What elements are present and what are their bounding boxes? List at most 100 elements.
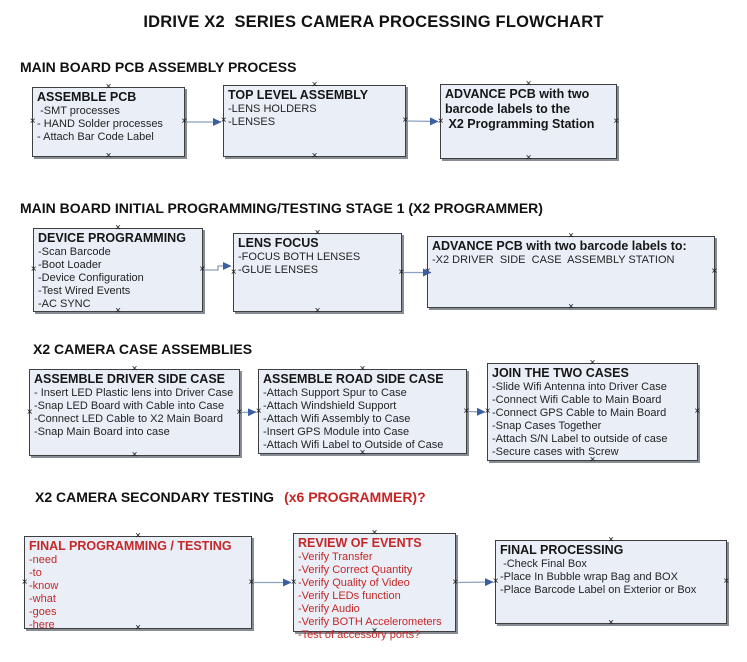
- box-item: -X2 DRIVER SIDE CASE ASSEMBLY STATION: [432, 254, 675, 266]
- connection-handle-icon: ×: [723, 576, 730, 587]
- section-heading-case-assemblies: X2 CAMERA CASE ASSEMBLIES: [33, 341, 253, 357]
- flow-box-advance-pcb-case-assembly-station: ADVANCE PCB with two barcode labels to: …: [424, 231, 718, 312]
- connection-handle-icon: ×: [131, 449, 138, 461]
- connection-handle-icon: ×: [525, 152, 532, 164]
- box-item: - Attach Bar Code Label: [37, 131, 154, 143]
- box-title: LENS FOCUS: [238, 236, 319, 250]
- box-item: -LENS HOLDERS: [228, 103, 317, 115]
- connection-handle-icon: ×: [492, 576, 499, 587]
- box-item: -Connect GPS Cable to Main Board: [492, 407, 667, 419]
- connection-handle-icon: ×: [484, 406, 491, 417]
- connection-handle-icon: ×: [711, 266, 718, 277]
- connection-handle-icon: ×: [230, 266, 237, 278]
- box-item: -LENSES: [228, 116, 276, 128]
- box-title: ASSEMBLE ROAD SIDE CASE: [263, 372, 444, 386]
- box-title: JOIN THE TWO CASES: [492, 366, 629, 380]
- page-title: IDRIVE X2 SERIES CAMERA PROCESSING FLOWC…: [143, 13, 604, 31]
- box-item: -Verify Quality of Video: [298, 577, 410, 589]
- connection-handle-icon: ×: [181, 116, 188, 127]
- connection-handle-icon: ×: [311, 150, 318, 162]
- box-item: -Boot Loader: [38, 259, 102, 271]
- box-item: -Check Final Box: [500, 558, 587, 570]
- connection-handle-icon: ×: [463, 405, 470, 417]
- box-item: -Device Configuration: [38, 272, 144, 284]
- box-item: -Verify Correct Quantity: [298, 564, 413, 576]
- connection-handle-icon: ×: [437, 115, 444, 127]
- connection-handle-icon: ×: [105, 150, 112, 162]
- flow-box-assemble-road-side-case: ASSEMBLE ROAD SIDE CASE -Attach Support …: [255, 364, 470, 458]
- box-item: -goes: [29, 606, 57, 618]
- flow-box-lens-focus: LENS FOCUS -FOCUS BOTH LENSES -GLUE LENS…: [230, 228, 405, 316]
- flow-box-top-level-assembly: TOP LEVEL ASSEMBLY -LENS HOLDERS -LENSES…: [220, 80, 409, 161]
- flow-box-assemble-pcb: ASSEMBLE PCB -SMT processes - HAND Solde…: [29, 82, 188, 161]
- connection-handle-icon: ×: [26, 406, 33, 418]
- connection-handle-icon: ×: [290, 576, 297, 588]
- connection-handle-icon: ×: [694, 406, 701, 417]
- connection-handle-icon: ×: [248, 576, 255, 588]
- box-item: -Snap LED Board with Cable into Case: [34, 400, 225, 412]
- section-heading-red-part: (x6 PROGRAMMER)?: [284, 489, 426, 505]
- flow-connector-arrow: [204, 262, 232, 271]
- box-item: -Connect LED Cable to X2 Main Board: [34, 413, 223, 425]
- flow-box-assemble-driver-side-case: ASSEMBLE DRIVER SIDE CASE - Insert LED P…: [26, 364, 243, 460]
- flow-connector-arrow: [456, 578, 494, 587]
- box-item: -Place Barcode Label on Exterior or Box: [500, 584, 697, 596]
- section-heading-secondary-testing: X2 CAMERA SECONDARY TESTING (x6 PROGRAMME…: [35, 489, 426, 505]
- box-title: ADVANCE PCB with two barcode labels to t…: [445, 87, 595, 131]
- connection-handle-icon: ×: [255, 405, 262, 417]
- box-item: -Verify BOTH Accelerometers: [298, 616, 442, 628]
- connection-handle-icon: ×: [424, 266, 431, 277]
- flow-box-join-the-two-cases: JOIN THE TWO CASES -Slide Wifi Antenna i…: [484, 358, 701, 465]
- box-item: -Secure cases with Screw: [492, 446, 619, 458]
- connection-handle-icon: ×: [314, 305, 321, 317]
- flow-box-advance-pcb-programming-station: ADVANCE PCB with two barcode labels to t…: [437, 79, 620, 163]
- box-item: -Attach Windshield Support: [263, 400, 397, 412]
- box-item: -FOCUS BOTH LENSES: [238, 251, 361, 263]
- box-item: -here: [29, 619, 55, 631]
- section-heading-black-part: X2 CAMERA SECONDARY TESTING: [35, 489, 275, 505]
- box-item: -Slide Wifi Antenna into Driver Case: [492, 381, 667, 393]
- box-item: -Place In Bubble wrap Bag and BOX: [500, 571, 678, 583]
- box-title: ASSEMBLE DRIVER SIDE CASE: [34, 372, 226, 386]
- box-item: -Scan Barcode: [38, 246, 111, 258]
- flow-connector-arrow: [240, 408, 257, 417]
- box-title: FINAL PROCESSING: [500, 543, 624, 557]
- connection-handle-icon: ×: [398, 266, 405, 278]
- box-item: -Attach Support Spur to Case: [263, 387, 407, 399]
- flow-box-final-processing: FINAL PROCESSING -Check Final Box -Place…: [492, 535, 730, 628]
- box-title: FINAL PROGRAMMING / TESTING: [29, 539, 232, 553]
- box-item: -what: [29, 593, 56, 605]
- connection-handle-icon: ×: [452, 576, 459, 588]
- connection-handle-icon: ×: [236, 406, 243, 418]
- box-item: - Insert LED Plastic lens into Driver Ca…: [34, 387, 234, 399]
- connection-handle-icon: ×: [402, 115, 409, 126]
- connection-handle-icon: ×: [220, 115, 227, 126]
- flow-box-final-programming-testing: FINAL PROGRAMMING / TESTING -need -to -k…: [21, 531, 255, 633]
- box-item: -SMT processes: [37, 105, 120, 117]
- box-title: ADVANCE PCB with two barcode labels to:: [432, 239, 687, 253]
- box-item: -Attach S/N Label to outside of case: [492, 433, 668, 445]
- box-item: -Test of accessory ports?: [298, 629, 421, 641]
- box-item: -to: [29, 567, 42, 579]
- box-item: - HAND Solder processes: [37, 118, 163, 130]
- section-heading-initial-programming: MAIN BOARD INITIAL PROGRAMMING/TESTING S…: [20, 200, 543, 216]
- box-title: ASSEMBLE PCB: [37, 90, 137, 104]
- box-item: -Insert GPS Module into Case: [263, 426, 410, 438]
- connection-handle-icon: ×: [29, 116, 36, 127]
- box-item: -Attach Wifi Label to Outside of Case: [263, 439, 444, 451]
- box-title: TOP LEVEL ASSEMBLY: [228, 88, 369, 102]
- flow-box-review-of-events: REVIEW OF EVENTS -Verify Transfer -Verif…: [290, 528, 459, 641]
- box-title: REVIEW OF EVENTS: [298, 536, 422, 550]
- flow-box-device-programming: DEVICE PROGRAMMING -Scan Barcode -Boot L…: [31, 223, 205, 316]
- flow-connector-arrow: [467, 407, 486, 416]
- connection-handle-icon: ×: [608, 617, 614, 629]
- box-item: -Test Wired Events: [38, 285, 131, 297]
- box-item: -need: [29, 554, 58, 566]
- box-item: -GLUE LENSES: [238, 264, 319, 276]
- box-item: -Verify LEDs function: [298, 590, 401, 602]
- box-item: -Verify Transfer: [298, 551, 373, 563]
- connection-handle-icon: ×: [613, 115, 620, 127]
- connection-handle-icon: ×: [568, 301, 574, 313]
- connection-handle-icon: ×: [21, 576, 28, 588]
